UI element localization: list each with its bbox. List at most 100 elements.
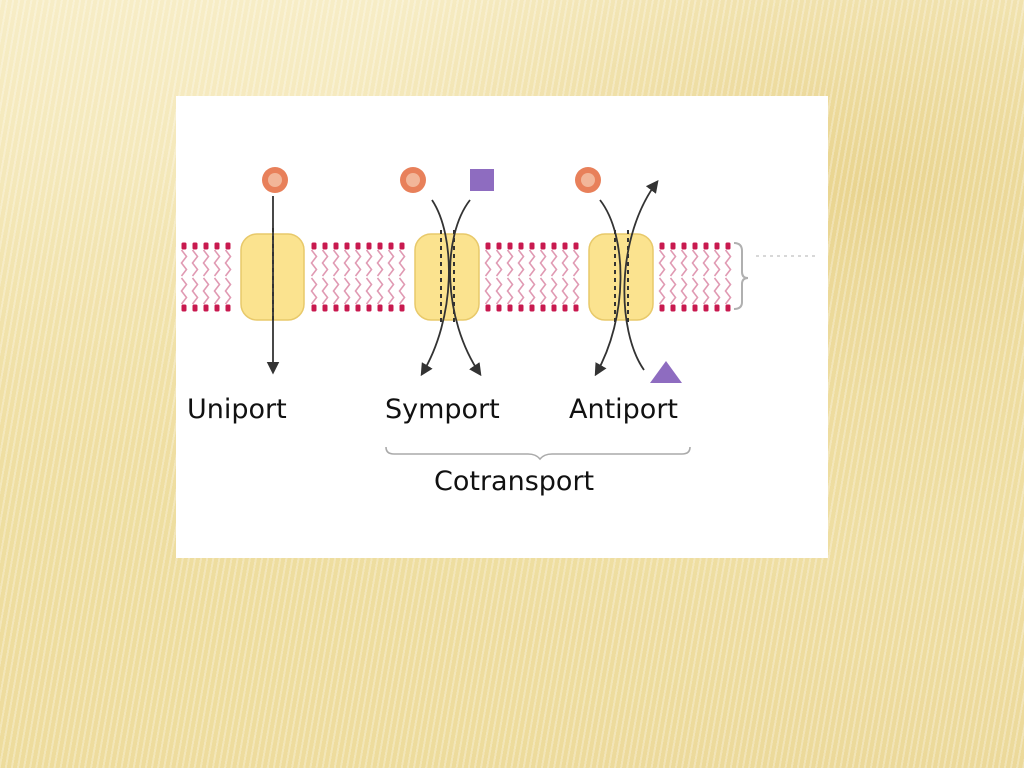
circle-solute-icon [575, 167, 601, 193]
phospholipid-head [366, 304, 372, 312]
phospholipid-head [355, 304, 361, 312]
phospholipid-tail [724, 249, 732, 277]
phospholipid-head [659, 304, 665, 312]
transport-diagram: Uniport Symport Antiport Cotransport [176, 96, 828, 558]
triangle-solute-icon [650, 361, 682, 383]
phospholipid-tail [376, 277, 384, 305]
phospholipid-head [192, 242, 198, 250]
phospholipid-tail [669, 249, 677, 277]
phospholipid-tail [702, 277, 710, 305]
phospholipid-head [344, 304, 350, 312]
cotransport-label: Cotransport [434, 466, 595, 497]
phospholipid-head [344, 242, 350, 250]
circle-solute-icon [262, 167, 288, 193]
phospholipid-tail [224, 277, 232, 305]
phospholipid-head [377, 304, 383, 312]
phospholipid-head [388, 242, 394, 250]
phospholipid-head [366, 242, 372, 250]
phospholipid-head [540, 242, 546, 250]
phospholipid-tail [572, 249, 580, 277]
lipid-bilayer [180, 242, 732, 312]
phospholipid-head [562, 242, 568, 250]
phospholipid-head [507, 304, 513, 312]
phospholipid-tail [561, 277, 569, 305]
phospholipid-tail [691, 277, 699, 305]
membrane-transport-figure [180, 167, 816, 461]
phospholipid-head [214, 242, 220, 250]
phospholipid-tail [398, 277, 406, 305]
phospholipid-tail [702, 249, 710, 277]
phospholipid-head [322, 304, 328, 312]
phospholipid-tail [528, 249, 536, 277]
phospholipid-tail [376, 249, 384, 277]
phospholipid-tail [539, 249, 547, 277]
phospholipid-head [714, 304, 720, 312]
antiport-arrow-down [594, 199, 622, 377]
phospholipid-head [399, 304, 405, 312]
phospholipid-head [703, 304, 709, 312]
phospholipid-head [399, 242, 405, 250]
phospholipid-tail [343, 277, 351, 305]
phospholipid-head [714, 242, 720, 250]
phospholipid-head [692, 304, 698, 312]
phospholipid-tail [321, 249, 329, 277]
phospholipid-head [311, 242, 317, 250]
phospholipid-tail [550, 249, 558, 277]
phospholipid-tail [332, 249, 340, 277]
phospholipid-tail [365, 249, 373, 277]
phospholipid-head [388, 304, 394, 312]
phospholipid-head [203, 242, 209, 250]
phospholipid-head [311, 304, 317, 312]
symport-arrow-left [420, 199, 450, 377]
phospholipid-head [692, 242, 698, 250]
circle-solute-icon [400, 167, 426, 193]
phospholipid-head [551, 242, 557, 250]
phospholipid-tail [680, 249, 688, 277]
phospholipid-head [703, 242, 709, 250]
phospholipid-tail [691, 249, 699, 277]
phospholipid-tail [572, 277, 580, 305]
phospholipid-tail [495, 249, 503, 277]
phospholipid-tail [321, 277, 329, 305]
phospholipid-tail [332, 277, 340, 305]
phospholipid-head [507, 242, 513, 250]
phospholipid-tail [484, 249, 492, 277]
phospholipid-head [670, 304, 676, 312]
phospholipid-head [355, 242, 361, 250]
phospholipid-tail [213, 277, 221, 305]
phospholipid-head [377, 242, 383, 250]
phospholipid-tail [310, 249, 318, 277]
phospholipid-tail [506, 277, 514, 305]
phospholipid-head [322, 242, 328, 250]
antiport-arrow-up [623, 179, 659, 371]
phospholipid-head [681, 242, 687, 250]
phospholipid-tail [680, 277, 688, 305]
phospholipid-tail [310, 277, 318, 305]
phospholipid-tail [495, 277, 503, 305]
cotransport-bracket [385, 446, 691, 461]
phospholipid-tail [387, 249, 395, 277]
phospholipid-head [562, 304, 568, 312]
membrane-brace [733, 242, 749, 310]
phospholipid-head [496, 304, 502, 312]
phospholipid-tail [724, 277, 732, 305]
phospholipid-tail [484, 277, 492, 305]
phospholipid-tail [354, 249, 362, 277]
uniport-label: Uniport [187, 394, 287, 425]
phospholipid-head [573, 304, 579, 312]
symport-label: Symport [385, 394, 500, 425]
phospholipid-head [181, 304, 187, 312]
phospholipid-tail [658, 249, 666, 277]
phospholipid-tail [398, 249, 406, 277]
phospholipid-tail [561, 249, 569, 277]
symport-arrow-right [449, 199, 482, 377]
phospholipid-tail [517, 277, 525, 305]
phospholipid-head [485, 242, 491, 250]
phospholipid-head [485, 304, 491, 312]
phospholipid-head [681, 304, 687, 312]
phospholipid-head [573, 242, 579, 250]
phospholipid-head [192, 304, 198, 312]
phospholipid-tail [354, 277, 362, 305]
phospholipid-tail [550, 277, 558, 305]
phospholipid-head [529, 242, 535, 250]
